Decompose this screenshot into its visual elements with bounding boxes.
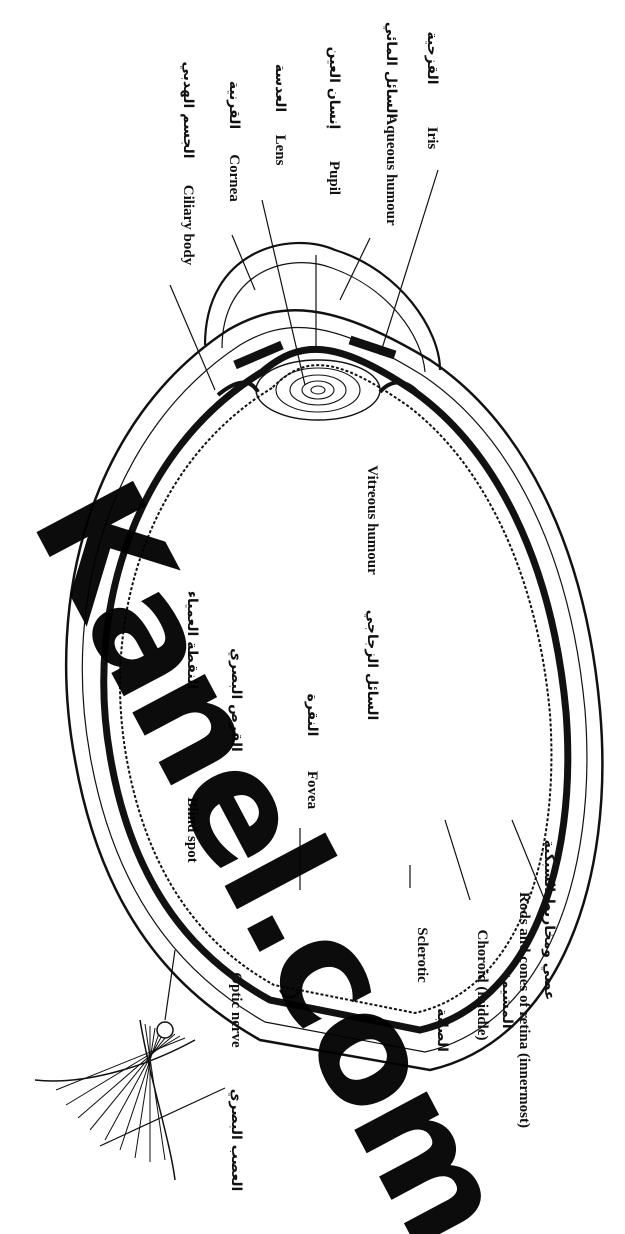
lens-ring-3 [290,375,346,405]
label-pupil-en: Pupil [326,161,342,195]
label-ciliary-en: Ciliary body [180,185,196,266]
label-iris-ar: القزحية [424,31,440,84]
leader-cornea [232,235,255,290]
leader-ciliary [170,285,215,390]
blind-spot-disc [157,1022,173,1038]
label-choroid-en: Choroid (middle) [474,930,490,1041]
leader-choroid [445,820,470,900]
optic-nerve-bundle [56,1024,185,1162]
label-aqueous-ar: السائل المائي [383,22,399,118]
label-iris-en: Iris [424,127,440,150]
label-aqueous-en: Aqueous humour [383,114,399,226]
lens-core [311,386,325,394]
label-lens-ar: العدسة [272,64,288,112]
label-vitreous-en: Vitreous humour [364,465,380,575]
leader-blind-spot [165,950,175,1020]
lens-outer [256,360,380,420]
watermark-text: Kanel.com [0,455,541,1234]
iris-lower [350,340,395,355]
label-lens-en: Lens [272,135,288,166]
label-retina-en: Rods and cones of retina (innermost) [516,892,532,1128]
leader-aqueous [340,238,370,300]
label-fovea-ar: النقرة [304,694,320,737]
leader-optic-nerve [100,1088,225,1146]
label-cornea-ar: القرنية [226,81,242,129]
label-ciliary-ar: الجسم الهدبي [180,61,196,158]
label-cornea-en: Cornea [226,154,242,202]
label-choroid-ar: المشيمة [499,971,515,1028]
label-pupil-ar: إنسان العين [326,47,342,130]
label-optic-nerve-ar: العصب البصري [227,1089,244,1192]
watermark: Kanel.com [0,455,541,1234]
label-retina-ar: عصي ومخاريط الشبكية [541,840,557,1001]
label-vitreous-ar: السائل الزجاجي [364,610,380,721]
lens-ring-4 [302,381,334,399]
